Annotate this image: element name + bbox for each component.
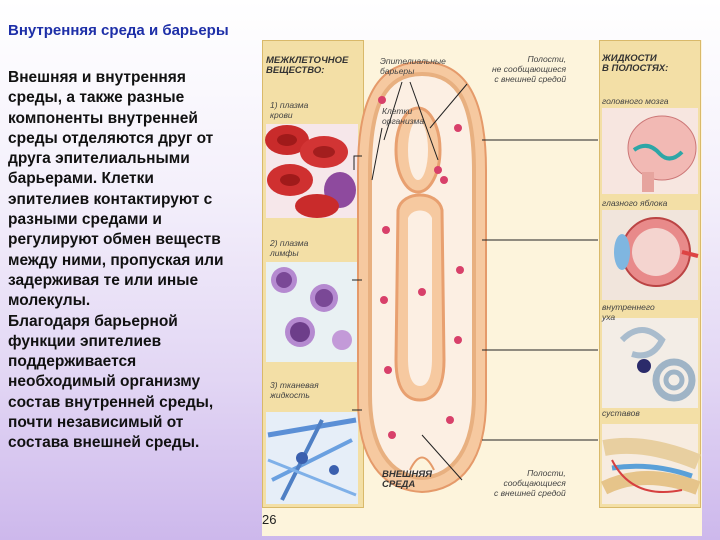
external-environment-label: ВНЕШНЯЯ СРЕДА (382, 469, 433, 490)
eye-image (602, 210, 699, 300)
inner-ear-image (602, 318, 698, 408)
organism-barrier-diagram (352, 60, 598, 494)
tissue-fluid-image (266, 412, 358, 504)
slide-title: Внутренняя среда и барьеры (8, 22, 229, 39)
body-cells-label: Клетки организма (382, 106, 425, 126)
inner-ear-fluid-label: внутреннего уха (602, 302, 655, 322)
eyeball-fluid-label: глазного яблока (602, 198, 668, 208)
epithelial-barriers-label: Эпителиальные барьеры (380, 56, 446, 76)
lymph-cells-image (266, 262, 358, 362)
blood-plasma-label: 1) плазма крови (270, 100, 309, 120)
brain-fluid-label: головного мозга (602, 96, 669, 106)
closed-cavities-label: Полости, не сообщающиеся с внешней средо… (492, 54, 567, 84)
joint-fluid-label: суставов (602, 408, 640, 418)
figure-illustration (265, 60, 702, 504)
page-number: 26 (262, 512, 277, 527)
cavity-fluids-header: ЖИДКОСТИ В ПОЛОСТЯХ: (602, 53, 669, 74)
lymph-plasma-label: 2) плазма лимфы (270, 238, 309, 258)
brain-image (602, 108, 698, 194)
epithelial-barriers-figure: МЕЖКЛЕТОЧНОЕ ВЕЩЕСТВО: 1) плазма крови 2… (262, 40, 702, 536)
intercellular-substance-header: МЕЖКЛЕТОЧНОЕ ВЕЩЕСТВО: (266, 55, 349, 76)
joint-image (600, 424, 702, 504)
slide-body-text: Внешняя и внутренняя среды, а также разн… (8, 69, 224, 452)
blood-cells-image (265, 124, 358, 218)
tissue-fluid-label: 3) тканевая жидкость (270, 380, 319, 400)
open-cavities-label: Полости, сообщающиеся с внешней средой (494, 468, 566, 498)
